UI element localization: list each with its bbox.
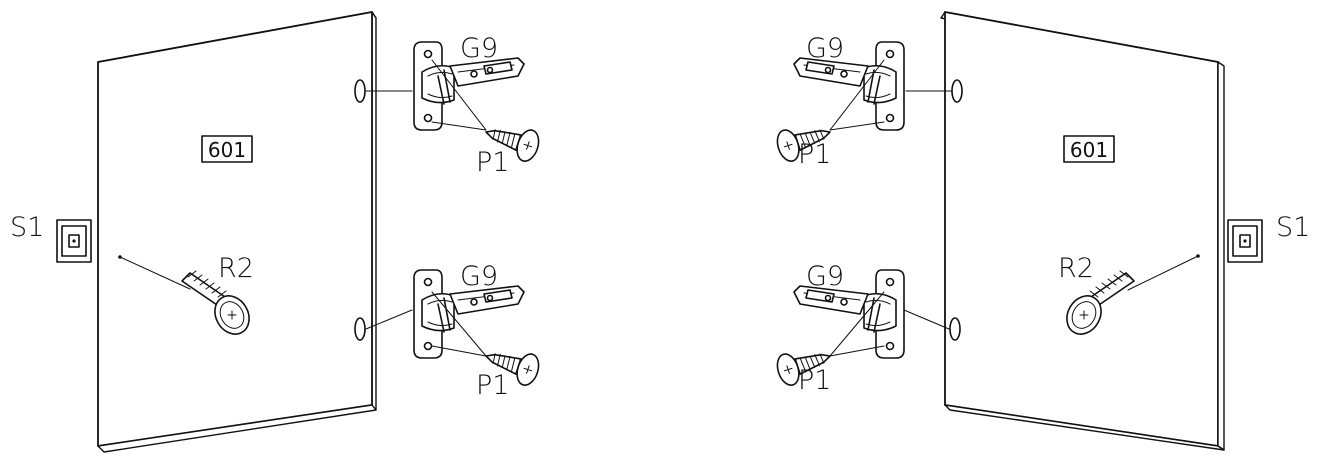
leader-line [431,59,487,131]
right-door-face [944,11,1219,447]
hinge-screw-label: P1 [798,139,831,170]
leader-line [1127,255,1199,291]
leader-line [119,256,191,290]
hinge-label: G9 [806,33,844,64]
left-door: 601 [97,11,377,453]
panel-code-label: 601 [208,138,246,162]
handle-screw-label: R2 [1058,253,1094,284]
hinge-hole [354,317,366,341]
hinge-hole [354,79,366,103]
right-door-side-edge [1217,61,1225,451]
leader-line [829,291,885,357]
leader-line [431,121,487,131]
stopper-part [1227,219,1263,263]
right-door-bottom-edge [944,404,1225,451]
leader-line [829,59,885,131]
leader-line [365,309,413,330]
hinge-screw-label: P1 [798,365,831,396]
hinge-label: G9 [460,33,498,64]
handle-screw-label: R2 [218,253,254,284]
hinge-label: G9 [806,261,844,292]
leader-line [829,121,885,131]
stopper-label: S1 [10,212,44,243]
panel-code-label: 601 [1070,138,1108,162]
leader-line [431,291,487,357]
leader-line [903,309,950,330]
panel-code-box [201,135,253,163]
left-door-face [97,11,373,447]
leader-line [829,345,885,357]
left-door-bottom-edge [97,404,377,453]
hinge-hole [949,317,961,341]
hinge-screw-label: P1 [476,147,509,178]
panel-code-box [1063,135,1115,163]
leader-line [431,345,487,357]
stopper-label: S1 [1276,212,1310,243]
right-door: 601 [940,11,1225,451]
hinge-label: G9 [460,261,498,292]
hinge-screw-label: P1 [476,370,509,401]
stopper-part [56,219,92,263]
hinge-hole [951,79,963,103]
